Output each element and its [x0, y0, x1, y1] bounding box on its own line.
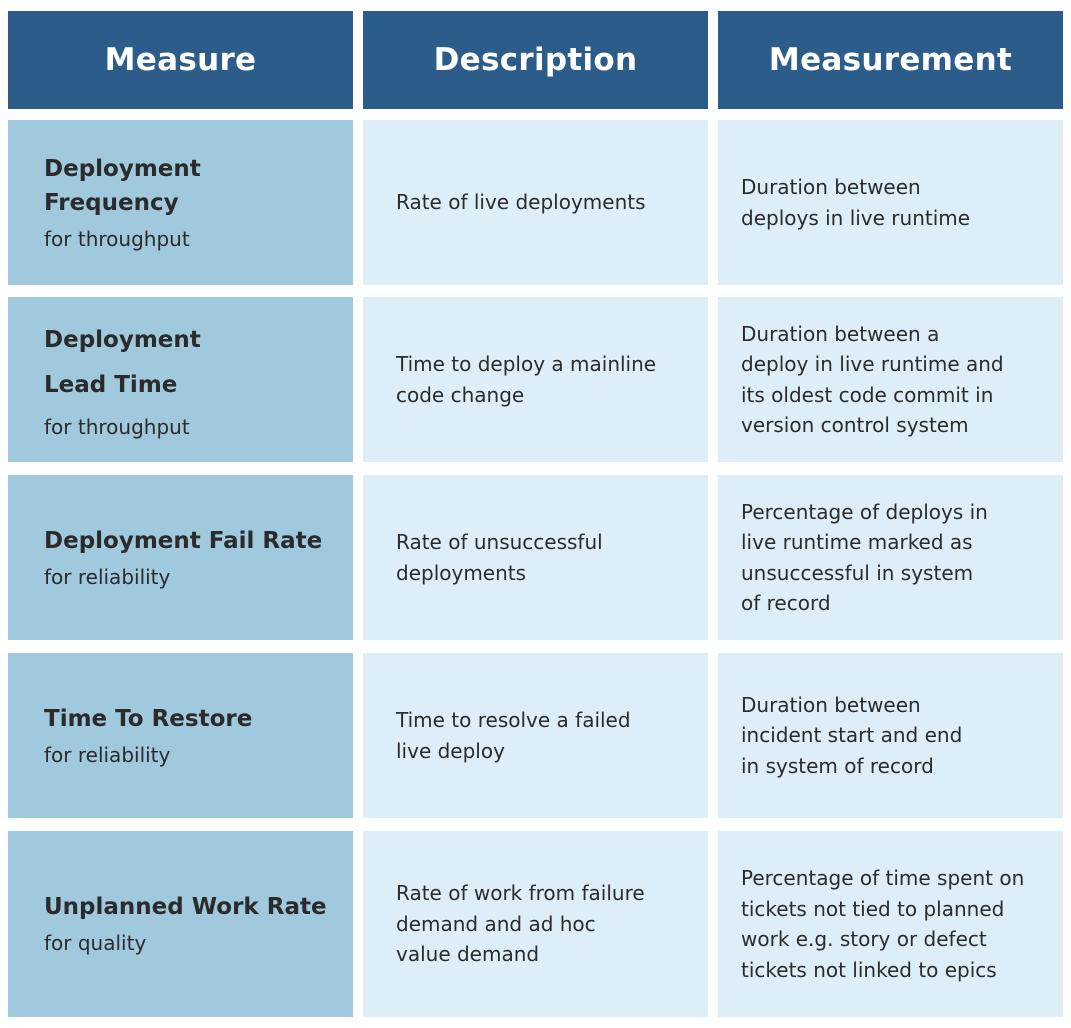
- row-4-description-cell: Time to resolve a failed live deploy: [363, 653, 708, 818]
- row-5-description-cell: Rate of work from failure demand and ad …: [363, 831, 708, 1017]
- row-3-measure-subtitle: for reliability: [44, 564, 171, 589]
- header-measure: Measure: [8, 11, 353, 109]
- row-3-measurement-cell: Percentage of deploys in live runtime ma…: [718, 475, 1063, 640]
- row-5-description: Rate of work from failure demand and ad …: [396, 881, 645, 967]
- row-1-description: Rate of live deployments: [396, 190, 646, 215]
- row-5-measure-name: Unplanned Work Rate: [44, 894, 327, 920]
- row-1-description-cell: Rate of live deployments: [363, 120, 708, 285]
- header-description: Description: [363, 11, 708, 109]
- row-3-description: Rate of unsuccessful deployments: [396, 530, 603, 585]
- row-3-measure-name: Deployment Fail Rate: [44, 527, 323, 554]
- row-4-measure-subtitle: for reliability: [44, 742, 171, 767]
- row-5-measure-subtitle: for quality: [44, 931, 147, 955]
- row-4-measure-cell: Time To Restore for reliability: [8, 653, 353, 818]
- row-2-measurement-cell: Duration between a deploy in live runtim…: [718, 297, 1063, 462]
- row-3-measure-cell: Deployment Fail Rate for reliability: [8, 475, 353, 640]
- row-1-measurement: Duration between deploys in live runtime: [741, 175, 971, 230]
- row-1-measure-subtitle: for throughput: [44, 226, 190, 251]
- row-1-measure-name: Deployment Frequency: [44, 155, 201, 216]
- row-4-measurement: Duration between incident start and end …: [741, 692, 963, 778]
- row-3-description-cell: Rate of unsuccessful deployments: [363, 475, 708, 640]
- row-3-measurement: Percentage of deploys in live runtime ma…: [741, 499, 988, 616]
- row-2-description-cell: Time to deploy a mainline code change: [363, 297, 708, 462]
- row-2-measurement: Duration between a deploy in live runtim…: [741, 321, 1004, 438]
- row-4-description: Time to resolve a failed live deploy: [396, 708, 631, 763]
- row-2-measure-name: Deployment Lead Time: [44, 326, 201, 398]
- header-measurement: Measurement: [718, 11, 1063, 109]
- row-4-measurement-cell: Duration between incident start and end …: [718, 653, 1063, 818]
- row-5-measure-cell: Unplanned Work Rate for quality: [8, 831, 353, 1017]
- row-1-measurement-cell: Duration between deploys in live runtime: [718, 120, 1063, 285]
- row-4-measure-name: Time To Restore: [44, 705, 253, 732]
- row-2-description: Time to deploy a mainline code change: [396, 352, 657, 407]
- row-1-measure-cell: Deployment Frequency for throughput: [8, 120, 353, 285]
- row-5-measurement: Percentage of time spent on tickets not …: [741, 866, 1025, 982]
- row-2-measure-cell: Deployment Lead Time for throughput: [8, 297, 353, 462]
- row-5-measurement-cell: Percentage of time spent on tickets not …: [718, 831, 1063, 1017]
- row-2-measure-subtitle: for throughput: [44, 414, 190, 439]
